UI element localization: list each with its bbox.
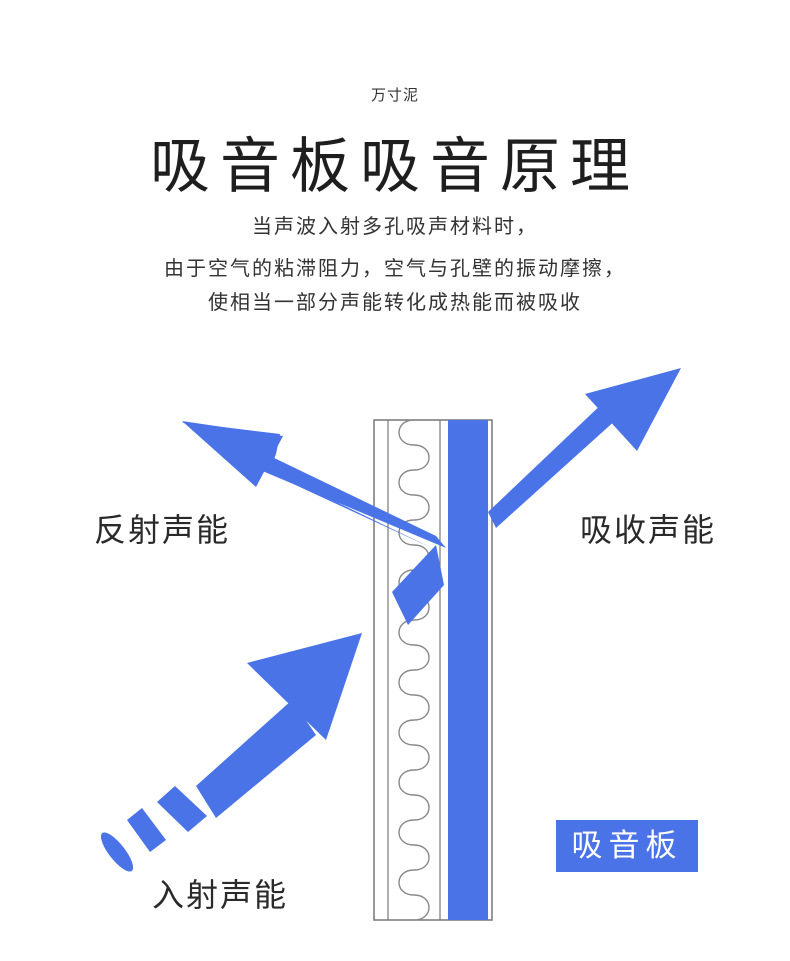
panel-badge: 吸音板 <box>556 820 698 872</box>
page-title: 吸音板吸音原理 <box>150 132 640 202</box>
absorbed-sound-label: 吸收声能 <box>580 511 717 549</box>
incident-ray-head <box>247 633 362 740</box>
reflected-ray-head <box>182 421 283 487</box>
incident-ray-dash-2 <box>127 808 166 852</box>
description-line-3: 使相当一部分声能转化成热能而被吸收 <box>208 290 582 314</box>
description-line-1: 当声波入射多孔吸声材料时， <box>252 214 538 238</box>
absorbed-ray-head <box>585 368 681 451</box>
incident-sound-label: 入射声能 <box>152 876 289 914</box>
description-line-2: 由于空气的粘滞阻力，空气与孔壁的振动摩擦， <box>164 256 626 280</box>
panel-backing-layer <box>448 420 488 920</box>
incident-ray-dash-1 <box>157 786 207 832</box>
reflected-sound-label: 反射声能 <box>94 511 231 549</box>
incident-ray-dash-3 <box>100 832 134 872</box>
brand-name: 万寸泥 <box>370 86 419 104</box>
absorbed-ray-shaft <box>488 400 618 528</box>
incident-ray-shaft <box>196 700 316 818</box>
absorbed-ray-inner <box>392 545 444 625</box>
reflected-ray-shaft <box>260 455 446 548</box>
porous-fiber-wave <box>398 419 430 921</box>
